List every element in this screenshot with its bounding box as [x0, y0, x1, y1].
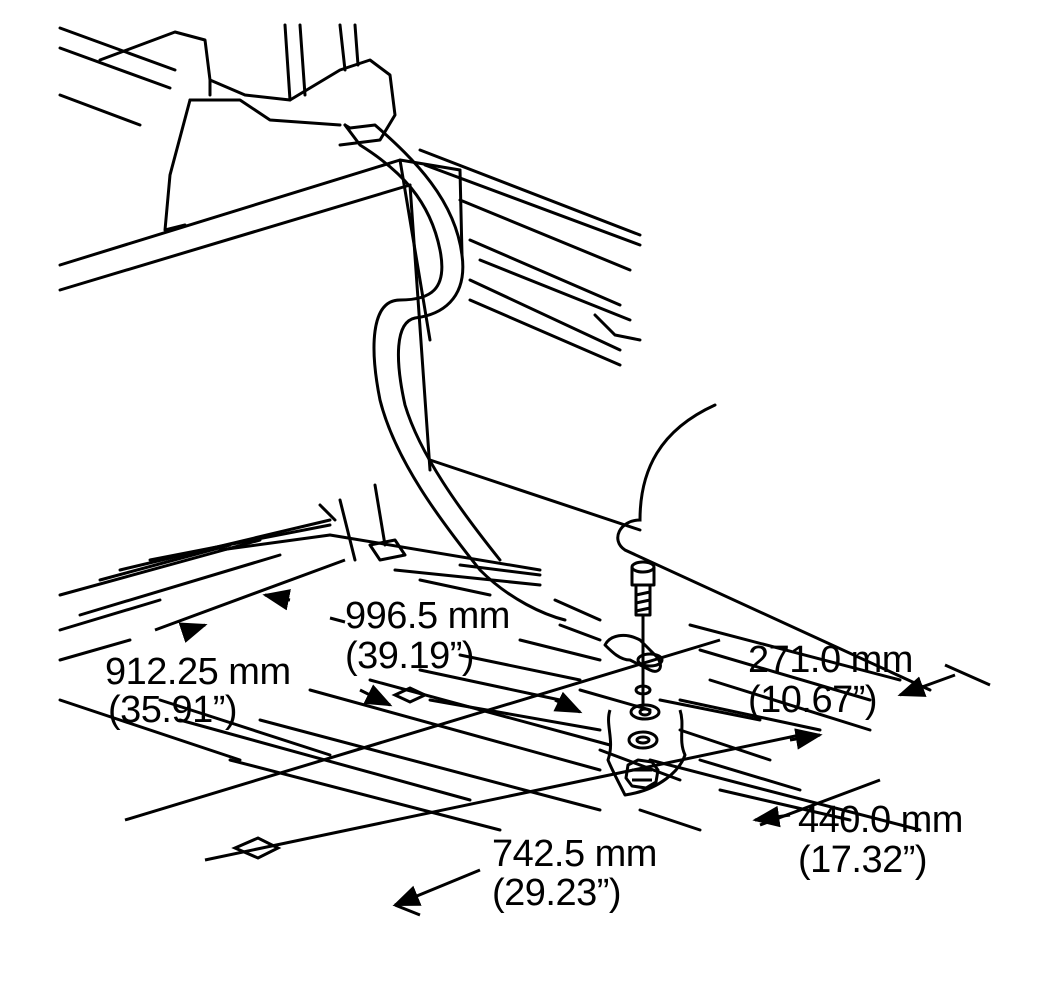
dimension-labels: 912.25 mm (35.91”) 996.5 mm (39.19”) 271…	[105, 595, 963, 914]
dim-912-inch-label: (35.91”)	[108, 689, 237, 731]
vehicle-floor	[58, 148, 932, 860]
seat-belt-strap	[343, 123, 567, 622]
dim-440-inch-label: (17.32”)	[798, 839, 927, 881]
dim-742-mm-label: 742.5 mm	[492, 833, 657, 875]
dim-912-mm-label: 912.25 mm	[105, 651, 291, 693]
star-washer	[629, 703, 661, 721]
dim-440-mm-label: 440.0 mm	[798, 799, 963, 841]
anchor-bracket	[603, 633, 664, 673]
lock-washer	[634, 684, 652, 696]
seat-assembly	[58, 23, 462, 562]
dim-742-inch-label: (29.23”)	[492, 872, 621, 914]
dim-271-mm-label: 271.0 mm	[748, 639, 913, 681]
bolt	[630, 560, 656, 705]
dimension-lines	[124, 558, 991, 917]
flat-washer	[627, 730, 659, 750]
dim-996-mm-label: 996.5 mm	[345, 595, 510, 637]
mounting-hardware-stack	[603, 560, 687, 797]
dim-996-inch-label: (39.19”)	[345, 635, 474, 677]
dim-271-inch-label: (10.67”)	[748, 679, 877, 721]
